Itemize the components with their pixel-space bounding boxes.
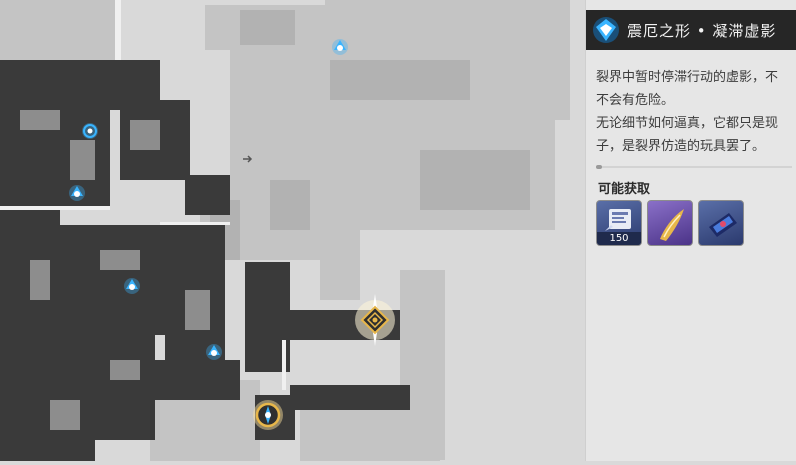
info-panel: 震厄之形 • 凝滞虚影 裂界中暂时停滞行动的虚影，不 不会有危险。 无论细节如何… xyxy=(585,0,796,461)
map-view[interactable] xyxy=(0,0,585,461)
description-line: 子，是裂界仿造的玩具罢了。 xyxy=(596,139,766,154)
reward-quantity: 150 xyxy=(597,232,641,245)
stagnant-shadow-marker-icon[interactable] xyxy=(350,292,400,348)
panel-title: 震厄之形 • 凝滞虚影 xyxy=(627,21,777,40)
golden-horn-material-icon xyxy=(660,209,684,241)
description-line: 裂界中暂时停滞行动的虚影，不 xyxy=(596,70,779,85)
exp-material-icon xyxy=(605,209,631,231)
scrollbar-thumb[interactable] xyxy=(596,165,602,169)
space-anchor-icon[interactable] xyxy=(66,182,88,204)
map-terrain xyxy=(0,0,570,461)
reward-item[interactable] xyxy=(647,200,693,246)
panel-header: 震厄之形 • 凝滞虚影 xyxy=(586,10,796,50)
description-line: 无论细节如何逼真，它都只是现 xyxy=(596,116,779,131)
reward-list: 150 xyxy=(596,200,744,246)
player-location-icon xyxy=(253,400,283,430)
space-anchor-icon[interactable] xyxy=(329,36,351,58)
stagnant-shadow-emblem-icon xyxy=(589,13,623,47)
rewards-title: 可能获取 xyxy=(598,182,651,197)
direction-arrow-icon xyxy=(243,155,253,163)
reward-item[interactable] xyxy=(698,200,744,246)
space-anchor-icon[interactable] xyxy=(121,275,143,297)
space-anchor-icon[interactable] xyxy=(203,341,225,363)
reward-item[interactable]: 150 xyxy=(596,200,642,246)
space-anchor-icon[interactable] xyxy=(79,120,101,142)
description-scrollbar[interactable] xyxy=(596,165,792,169)
blue-crystal-material-icon xyxy=(709,213,737,237)
description-line: 不会有危险。 xyxy=(596,93,675,108)
panel-description: 裂界中暂时停滞行动的虚影，不 不会有危险。 无论细节如何逼真，它都只是现 子，是… xyxy=(596,66,792,158)
